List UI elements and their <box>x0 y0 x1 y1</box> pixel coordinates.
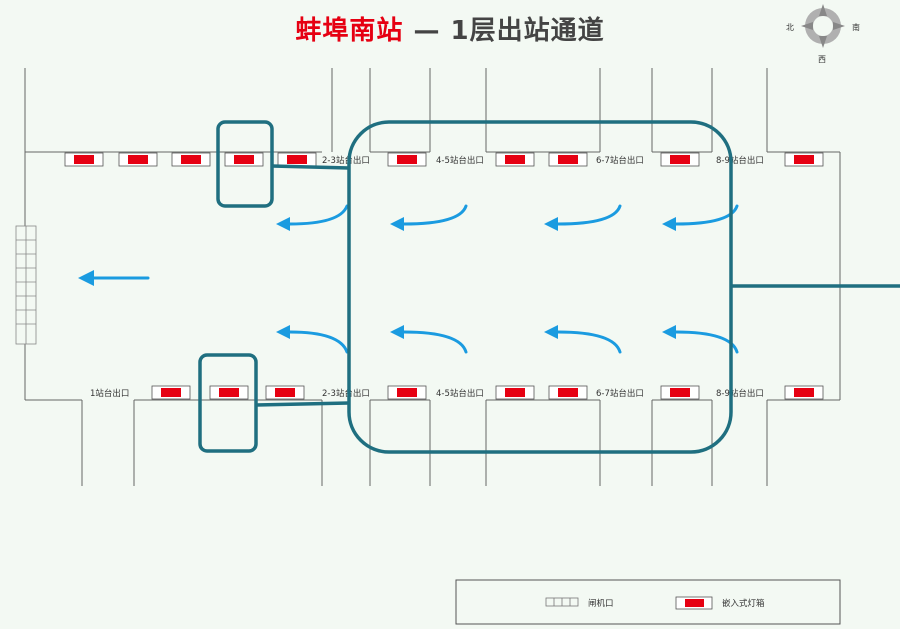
station-name: 蚌埠南站 <box>295 16 404 46</box>
lightbox <box>151 385 191 400</box>
curved-arrow <box>288 330 349 354</box>
compass-west-label: 西 <box>818 55 826 64</box>
connector-line <box>271 164 350 170</box>
exit-label-top-4-5: 4-5站台出口 <box>436 155 484 166</box>
highlight-box-top-lightbox <box>216 120 274 208</box>
legend-gate-label: 闸机口 <box>588 598 614 609</box>
highlights <box>198 120 900 454</box>
compass-north-label: 北 <box>786 23 794 32</box>
flow-arrows <box>90 204 739 354</box>
exit-label-bottom-4-5: 4-5站台出口 <box>436 388 484 399</box>
exit-label-top-6-7: 6-7站台出口 <box>596 155 644 166</box>
compass: 北 南 西 <box>786 4 860 64</box>
exit-label-bottom-8-9: 8-9站台出口 <box>716 388 764 399</box>
arrow-head <box>544 325 558 339</box>
lightboxes-top <box>64 152 824 167</box>
compass-pointer-down <box>819 36 827 48</box>
legend-lightbox-icon <box>675 596 713 610</box>
exit-label-bottom-2-3: 2-3站台出口 <box>322 388 370 399</box>
curved-arrow <box>674 204 739 226</box>
lightbox <box>387 152 427 167</box>
arrow-head <box>390 217 404 231</box>
legend-gate-icon <box>545 597 579 607</box>
lightbox <box>118 152 158 167</box>
curved-arrow <box>674 330 739 354</box>
curved-arrow <box>556 330 622 354</box>
compass-south-label: 南 <box>852 22 860 32</box>
lightboxes-bottom <box>151 385 824 400</box>
arrow-heads <box>78 217 676 339</box>
arrow-head <box>390 325 404 339</box>
compass-center <box>813 16 833 36</box>
legend: 闸机口 嵌入式灯箱 <box>455 579 841 625</box>
lightbox <box>495 152 535 167</box>
arrow-head <box>662 325 676 339</box>
lightbox <box>277 152 317 167</box>
lightbox <box>387 385 427 400</box>
passage-name: 1层出站通道 <box>450 16 605 46</box>
curved-arrow <box>402 330 468 354</box>
connector-line <box>255 401 350 407</box>
arrow-head <box>78 270 94 286</box>
lightbox <box>64 152 104 167</box>
lightbox <box>784 152 824 167</box>
highlight-box-main-area <box>347 120 733 454</box>
lightbox <box>209 385 249 400</box>
exit-label-top-2-3: 2-3站台出口 <box>322 155 370 166</box>
arrow-head <box>544 217 558 231</box>
title-separator: — <box>413 16 441 46</box>
lightbox <box>265 385 305 400</box>
lightbox <box>548 152 588 167</box>
compass-pointer-right <box>833 22 845 30</box>
lightbox <box>171 152 211 167</box>
lightbox <box>784 385 824 400</box>
curved-arrow <box>288 204 349 226</box>
legend-lightbox-label: 嵌入式灯箱 <box>722 598 765 609</box>
walls <box>24 68 841 486</box>
lightbox <box>495 385 535 400</box>
lightbox <box>224 152 264 167</box>
compass-pointer-up <box>819 4 827 16</box>
lightbox <box>548 385 588 400</box>
curved-arrow <box>556 204 622 226</box>
arrow-head <box>276 217 290 231</box>
exit-label-top-8-9: 8-9站台出口 <box>716 155 764 166</box>
exit-label-bottom-1: 1站台出口 <box>90 388 129 399</box>
lightbox <box>660 152 700 167</box>
compass-pointer-left <box>801 22 813 30</box>
legend-frame <box>455 579 841 625</box>
curved-arrow <box>402 204 468 226</box>
arrow-head <box>276 325 290 339</box>
page-title: 蚌埠南站 — 1层出站通道 <box>0 10 900 47</box>
highlight-box-bottom-lightbox <box>198 353 258 453</box>
ticket-gates <box>15 225 37 345</box>
exit-label-bottom-6-7: 6-7站台出口 <box>596 388 644 399</box>
arrow-head <box>662 217 676 231</box>
lightbox <box>660 385 700 400</box>
